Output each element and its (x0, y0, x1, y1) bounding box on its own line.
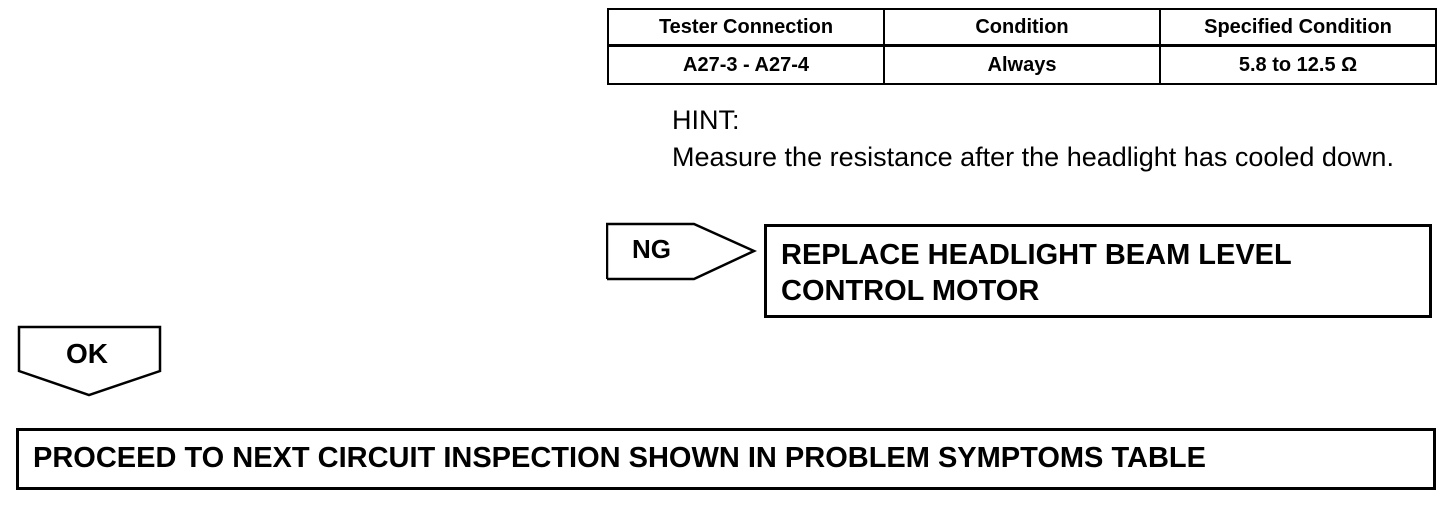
header-condition: Condition (883, 8, 1161, 47)
ng-arrow-icon (606, 222, 758, 281)
hint-text: Measure the resistance after the headlig… (672, 142, 1394, 172)
spec-table: Tester Connection Condition Specified Co… (607, 8, 1437, 85)
table-row: A27-3 - A27-4 Always 5.8 to 12.5 Ω (607, 44, 1437, 85)
ng-action-line2: CONTROL MOTOR (781, 275, 1040, 307)
hint-block: HINT: Measure the resistance after the h… (672, 102, 1432, 176)
ng-action-text: REPLACE HEADLIGHT BEAM LEVEL CONTROL MOT… (781, 237, 1421, 309)
ok-action-box: PROCEED TO NEXT CIRCUIT INSPECTION SHOWN… (16, 428, 1436, 490)
table-header-row: Tester Connection Condition Specified Co… (607, 8, 1437, 47)
cell-condition: Always (883, 44, 1161, 85)
cell-tester-connection: A27-3 - A27-4 (607, 44, 885, 85)
cell-specified-condition: 5.8 to 12.5 Ω (1159, 44, 1437, 85)
ng-label: NG (632, 234, 671, 264)
header-specified-condition: Specified Condition (1159, 8, 1437, 47)
ok-action-text: PROCEED TO NEXT CIRCUIT INSPECTION SHOWN… (33, 442, 1206, 474)
ok-label: OK (66, 338, 108, 369)
hint-label: HINT: (672, 105, 740, 135)
ng-action-line1: REPLACE HEADLIGHT BEAM LEVEL (781, 239, 1292, 271)
ok-arrow-icon (17, 325, 162, 397)
header-tester-connection: Tester Connection (607, 8, 885, 47)
ng-action-box: REPLACE HEADLIGHT BEAM LEVEL CONTROL MOT… (764, 224, 1432, 318)
